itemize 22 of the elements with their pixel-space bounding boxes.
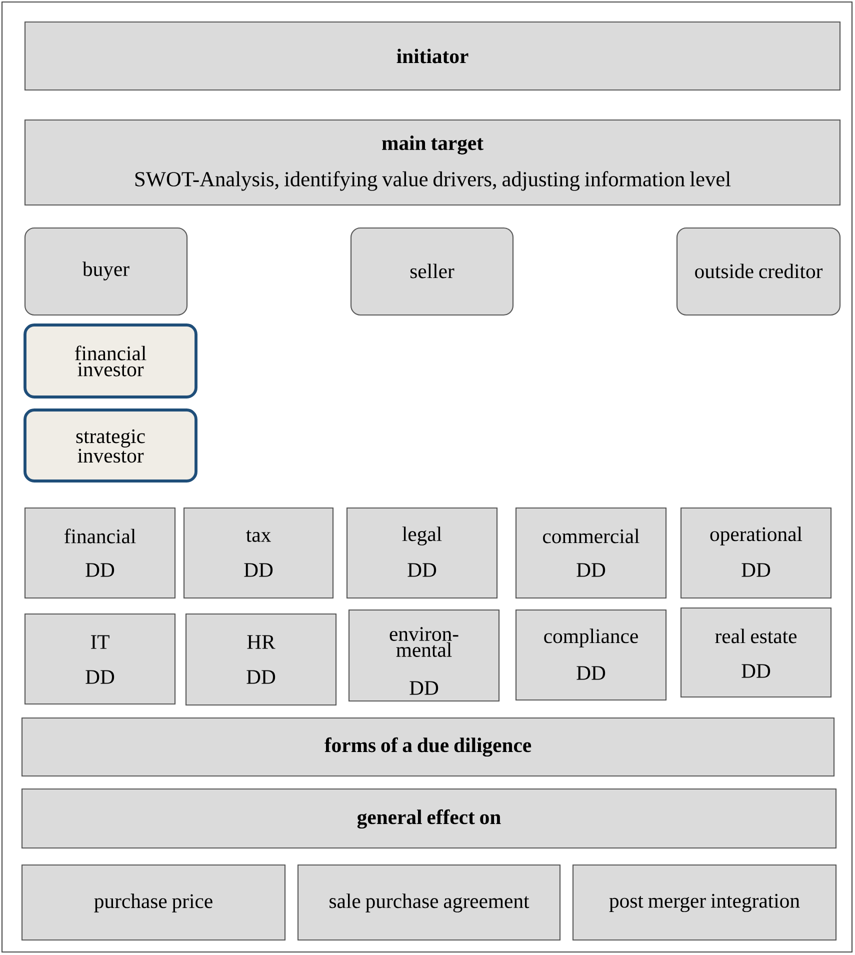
process-box: IT DD [24,613,176,705]
process-box: forms of a due diligence [21,717,835,777]
rounded-box: seller [350,227,514,316]
process-box: HR DD [185,613,337,706]
rounded-box: financial investor [24,324,198,398]
process-box: tax DD [183,507,334,599]
process-box: main target SWOT-Analysis, identifying value drivers, adjusting information level [24,119,841,206]
process-box: legal DD [346,507,498,599]
process-box: general effect on [21,788,837,849]
rounded-box: buyer [24,227,188,316]
process-box: operational DD [680,507,832,599]
process-box: financial DD [24,507,176,599]
rounded-box: outside creditor [676,227,841,316]
process-box: post merger integration [572,864,837,941]
process-box: environ- mental DD [348,609,500,702]
process-box: sale purchase agreement [297,864,561,941]
process-box: purchase price [21,864,286,941]
process-box: initiator [24,21,841,91]
process-box: real estate DD [680,607,832,698]
process-box: compliance DD [515,609,667,701]
process-box: commercial DD [515,507,667,599]
rounded-box: strategic investor [24,408,198,482]
